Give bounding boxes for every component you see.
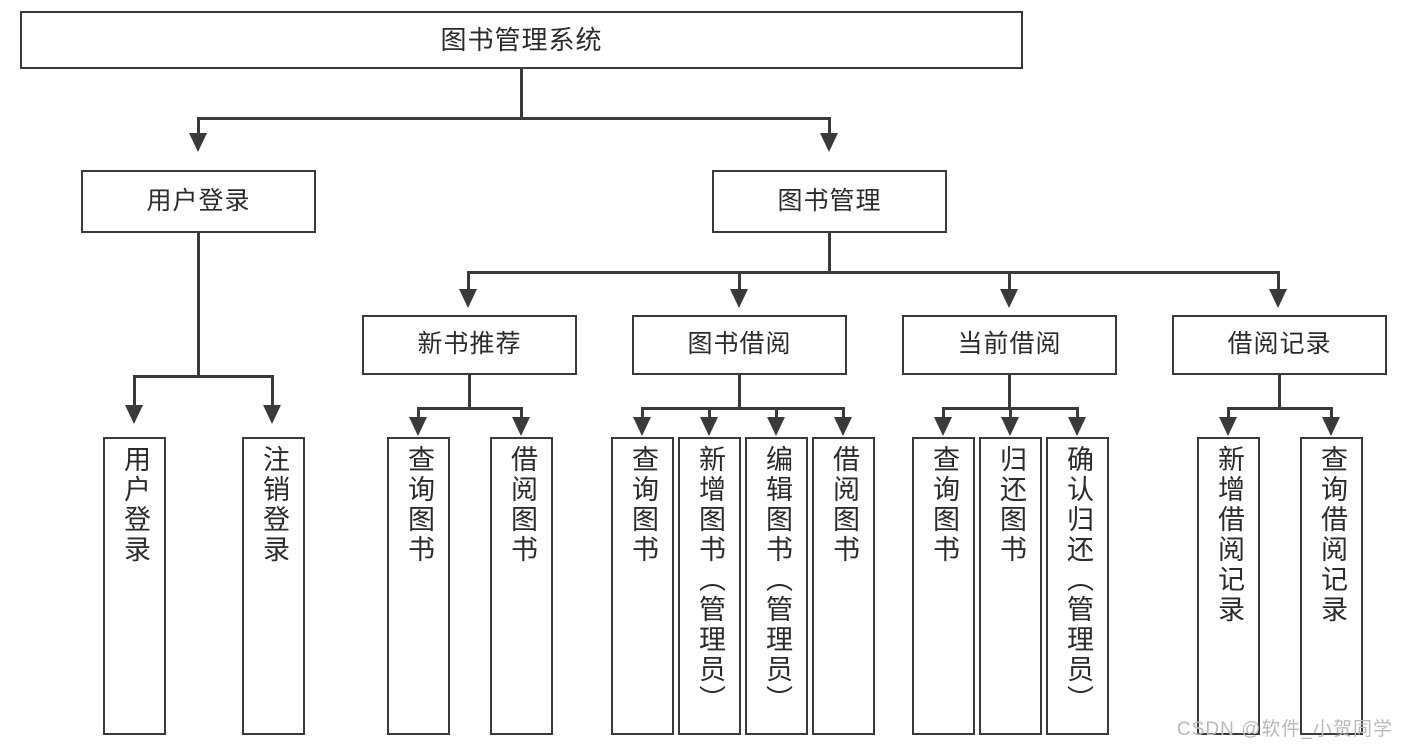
leaf-book-borrow-1[interactable]: 新增图书（管理员） (678, 437, 741, 735)
arrowhead-leaf-new-book-1 (512, 417, 530, 436)
leaf-borrow-record-1[interactable]: 查询借阅记录 (1300, 437, 1363, 735)
arrowhead-leaf-current-borrow-2 (1068, 417, 1086, 436)
arrowhead-new-book (459, 289, 477, 308)
node-label: 借阅图书 (507, 445, 537, 565)
connector-book-borrow-stem (738, 375, 741, 409)
connector-drop-book-manage (828, 117, 831, 135)
arrowhead-leaf-user-login-0 (125, 405, 143, 424)
node-label: 新书推荐 (417, 330, 522, 359)
connector-root-bus (197, 117, 831, 120)
connector-current-borrow-stem (1008, 375, 1011, 409)
node-book-manage[interactable]: 图书管理 (712, 170, 947, 233)
node-label: 新增图书（管理员） (695, 445, 725, 715)
arrowhead-leaf-current-borrow-0 (934, 417, 952, 436)
node-label: 编辑图书（管理员） (762, 445, 792, 715)
connector-drop-leaf-book-borrow-2 (775, 407, 778, 419)
arrowhead-book-manage (820, 133, 838, 152)
arrowhead-leaf-current-borrow-1 (1001, 417, 1019, 436)
leaf-current-borrow-2[interactable]: 确认归还（管理员） (1046, 437, 1109, 735)
connector-drop-leaf-book-borrow-1 (708, 407, 711, 419)
leaf-book-borrow-0[interactable]: 查询图书 (611, 437, 674, 735)
arrowhead-leaf-borrow-record-1 (1322, 417, 1340, 436)
node-book-borrow[interactable]: 图书借阅 (632, 315, 847, 375)
arrowhead-leaf-book-borrow-2 (767, 417, 785, 436)
connector-book-manage-stem (828, 233, 831, 273)
leaf-book-borrow-3[interactable]: 借阅图书 (812, 437, 875, 735)
connector-drop-leaf-user-login-0 (133, 375, 136, 407)
leaf-new-book-0[interactable]: 查询图书 (387, 437, 450, 735)
connector-drop-leaf-new-book-0 (417, 407, 420, 419)
arrowhead-leaf-borrow-record-0 (1219, 417, 1237, 436)
connector-drop-leaf-new-book-1 (520, 407, 523, 419)
arrowhead-leaf-new-book-0 (409, 417, 427, 436)
arrowhead-leaf-book-borrow-0 (633, 417, 651, 436)
arrowhead-leaf-user-login-1 (263, 405, 281, 424)
connector-drop-book-borrow (738, 271, 741, 291)
connector-borrow-record-stem (1278, 375, 1281, 409)
connector-new-book-stem (468, 375, 471, 409)
node-new-book[interactable]: 新书推荐 (362, 315, 577, 375)
node-label: 借阅记录 (1227, 330, 1332, 359)
connector-book-manage-bus (467, 271, 1280, 274)
node-label: 归还图书 (996, 445, 1026, 565)
node-root-system[interactable]: 图书管理系统 (20, 11, 1023, 69)
node-label: 注销登录 (259, 445, 289, 565)
connector-root-stem (520, 69, 523, 119)
leaf-current-borrow-0[interactable]: 查询图书 (912, 437, 975, 735)
node-label: 图书借阅 (687, 330, 792, 359)
leaf-current-borrow-1[interactable]: 归还图书 (979, 437, 1042, 735)
leaf-book-borrow-2[interactable]: 编辑图书（管理员） (745, 437, 808, 735)
node-user-login[interactable]: 用户登录 (81, 170, 316, 233)
arrowhead-leaf-book-borrow-1 (700, 417, 718, 436)
connector-drop-leaf-current-borrow-2 (1076, 407, 1079, 419)
leaf-borrow-record-0[interactable]: 新增借阅记录 (1197, 437, 1260, 735)
connector-drop-current-borrow (1008, 271, 1011, 291)
connector-drop-leaf-current-borrow-0 (942, 407, 945, 419)
connector-drop-leaf-user-login-1 (271, 375, 274, 407)
node-label: 查询图书 (628, 445, 658, 565)
connector-book-borrow-bus (641, 407, 845, 410)
connector-drop-borrow-record (1277, 271, 1280, 291)
connector-drop-leaf-book-borrow-3 (842, 407, 845, 419)
connector-drop-leaf-borrow-record-0 (1227, 407, 1230, 419)
connector-new-book-bus (417, 407, 523, 410)
leaf-user-login-0[interactable]: 用户登录 (103, 437, 166, 735)
leaf-user-login-1[interactable]: 注销登录 (242, 437, 305, 735)
arrowhead-current-borrow (1000, 289, 1018, 308)
node-label: 新增借阅记录 (1214, 445, 1244, 625)
arrowhead-user-login (189, 133, 207, 152)
node-label: 图书管理系统 (440, 24, 603, 55)
node-label: 借阅图书 (829, 445, 859, 565)
connector-drop-leaf-current-borrow-1 (1009, 407, 1012, 419)
node-label: 查询借阅记录 (1317, 445, 1347, 625)
node-label: 确认归还（管理员） (1063, 445, 1093, 715)
node-label: 图书管理 (777, 186, 882, 215)
leaf-new-book-1[interactable]: 借阅图书 (490, 437, 553, 735)
connector-drop-leaf-borrow-record-1 (1330, 407, 1333, 419)
arrowhead-book-borrow (730, 289, 748, 308)
connector-borrow-record-bus (1227, 407, 1333, 410)
connector-user-login-bus (133, 375, 274, 378)
node-label: 查询图书 (929, 445, 959, 565)
connector-drop-user-login (197, 117, 200, 135)
arrowhead-leaf-book-borrow-3 (834, 417, 852, 436)
connector-drop-new-book (467, 271, 470, 291)
node-borrow-record[interactable]: 借阅记录 (1172, 315, 1387, 375)
node-label: 用户登录 (146, 186, 251, 215)
node-label: 用户登录 (120, 445, 150, 565)
node-label: 查询图书 (404, 445, 434, 565)
arrowhead-borrow-record (1269, 289, 1287, 308)
connector-user-login-stem (197, 233, 200, 377)
node-current-borrow[interactable]: 当前借阅 (902, 315, 1117, 375)
connector-drop-leaf-book-borrow-0 (641, 407, 644, 419)
node-label: 当前借阅 (957, 330, 1062, 359)
